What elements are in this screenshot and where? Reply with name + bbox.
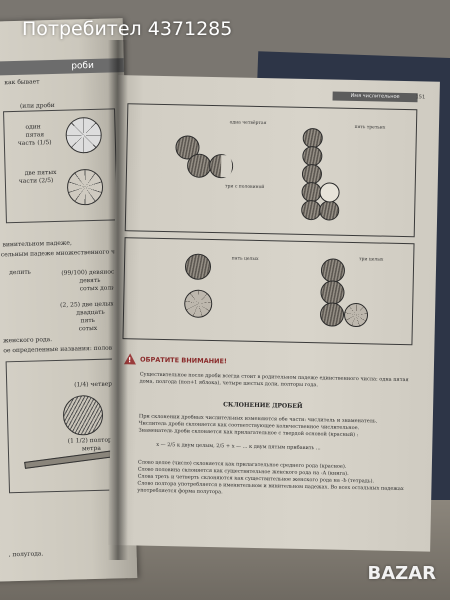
disc: [184, 253, 212, 280]
left-line: делить: [9, 268, 32, 277]
disc-half: [208, 153, 234, 179]
disc: [320, 258, 346, 283]
left-line: сотых: [78, 324, 98, 333]
left-line: девять: [79, 276, 101, 285]
caption: три целых: [358, 257, 384, 263]
disc: [319, 200, 340, 221]
left-line: двадцать: [76, 308, 105, 317]
caption: пять целых: [231, 256, 259, 262]
bazar-logo: BAZAR: [367, 563, 437, 584]
caption: одна четвёртая: [229, 120, 267, 127]
disc-empty: [319, 182, 340, 203]
caption: пять третьих: [354, 124, 386, 131]
page-number: 151: [415, 94, 426, 101]
formula-line: х — 2/5 к двум целым, 2/5 + х — ... к дв…: [156, 441, 321, 452]
disc-sliced: [183, 289, 213, 319]
caption: три с половиной: [224, 184, 265, 191]
right-page: Имя числительное 151 одна четвёртая пять…: [108, 75, 440, 552]
right-page-header: Имя числительное: [332, 91, 418, 103]
left-line: (или дроби: [19, 101, 55, 110]
left-line: , полугода.: [8, 550, 44, 559]
warning-title: ОБРАТИТЕ ВНИМАНИЕ!: [139, 355, 228, 366]
book-gutter-shadow: [108, 40, 128, 560]
user-watermark: Потребител 4371285: [22, 18, 233, 40]
left-line: винительном падеже,: [2, 239, 72, 249]
section-title: СКЛОНЕНИЕ ДРОБЕЙ: [223, 401, 303, 410]
left-figure-frame: [3, 108, 118, 224]
disc-sliced: [343, 302, 369, 328]
left-line: женского рода.: [2, 336, 53, 345]
disc: [320, 280, 345, 305]
left-line: как бывает: [4, 78, 40, 87]
left-page-header: роби: [0, 58, 125, 77]
disc: [186, 153, 212, 178]
disc: [319, 302, 345, 327]
fraction-figure-middle: пять целых три целых: [122, 237, 415, 346]
body-line: употребляется форма полутора.: [137, 487, 223, 496]
left-line: пять: [80, 316, 96, 325]
fraction-figure-top: одна четвёртая пять третьих три с полови…: [124, 103, 418, 238]
